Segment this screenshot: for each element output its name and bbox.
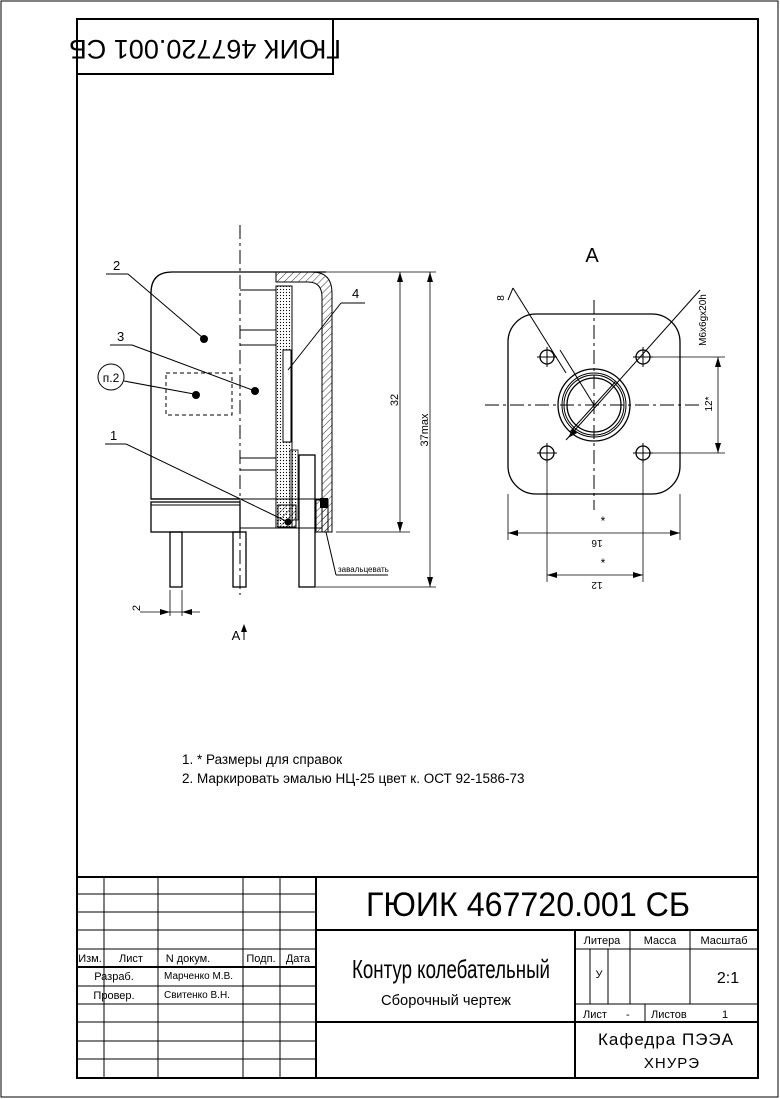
sheets-label: Листов <box>651 1009 687 1021</box>
side-dimensions: 32 37max 2 завальцевать А <box>131 271 436 643</box>
drawing-title: Контур колебательный <box>352 954 550 984</box>
litera-header: Литера <box>584 935 622 947</box>
row-prover: Провер. <box>93 990 134 1002</box>
dim-12-vertical: 12* <box>704 396 715 411</box>
dim-32: 32 <box>389 394 401 406</box>
note-ref-label: п.2 <box>103 371 120 385</box>
org-university: ХНУРЭ <box>644 1055 700 1072</box>
marking-area <box>165 372 233 416</box>
masshtab-header: Масштаб <box>700 935 747 947</box>
sheet-value: - <box>626 1009 630 1021</box>
name-razrab: Марченко М.В. <box>164 971 233 982</box>
dim-37max: 37max <box>419 413 431 447</box>
col-doc: N докум. <box>166 953 210 965</box>
star-12: * <box>601 556 606 570</box>
col-podp: Подп. <box>246 953 275 965</box>
sheet-label: Лист <box>583 1009 607 1021</box>
callout-4: 4 <box>352 286 359 301</box>
scale-value: 2:1 <box>717 970 739 987</box>
pin-left <box>169 531 183 588</box>
col-data: Дата <box>286 953 311 965</box>
litera-value: У <box>596 969 604 981</box>
callout-1: 1 <box>110 428 117 443</box>
pin-right <box>298 454 316 588</box>
dim-2: 2 <box>131 605 143 611</box>
dim-16: 16 <box>591 537 603 548</box>
org-department: Кафедра ПЭЭА <box>598 1030 734 1049</box>
row-razrab: Разраб. <box>94 971 134 983</box>
note-1: 1. * Размеры для справок <box>182 752 343 767</box>
drawing-subtitle: Сборочный чертеж <box>381 992 511 1009</box>
col-list: Лист <box>119 953 143 965</box>
view-a: А 8 M6x6gx20h 12* <box>485 245 725 590</box>
side-view <box>150 225 333 595</box>
view-label: А <box>585 245 599 267</box>
roll-note: завальцевать <box>338 565 389 574</box>
callouts: 2 3 1 4 п.2 <box>97 258 365 526</box>
note-2: 2. Маркировать эмалью НЦ-25 цвет к. ОСТ … <box>182 771 525 786</box>
base <box>150 501 241 533</box>
designation: ГЮИК 467720.001 СБ <box>366 886 690 924</box>
title-block: ГЮИК 467720.001 СБ Контур колебательный … <box>77 876 758 1078</box>
thread-label: M6x6gx20h <box>698 294 709 346</box>
massa-header: Масса <box>644 935 677 947</box>
star-16: * <box>601 514 606 528</box>
mirrored-stamp-text: ГЮИК 467720.001 СБ <box>69 34 341 64</box>
dim-8: 8 <box>496 295 507 301</box>
mirrored-stamp: ГЮИК 467720.001 СБ <box>69 18 341 75</box>
name-prover: Свитенко В.Н. <box>164 990 230 1001</box>
callout-3: 3 <box>117 329 124 344</box>
drawing-frame <box>76 18 759 1079</box>
note-ref-circle <box>97 363 125 391</box>
can-outline <box>150 271 240 500</box>
dim-12-horizontal: 12 <box>591 579 603 590</box>
pin-mid <box>232 531 247 588</box>
sheets-value: 1 <box>722 1009 728 1021</box>
section-label: А <box>232 628 241 643</box>
col-izm: Изм. <box>78 953 102 965</box>
callout-2: 2 <box>113 258 120 273</box>
